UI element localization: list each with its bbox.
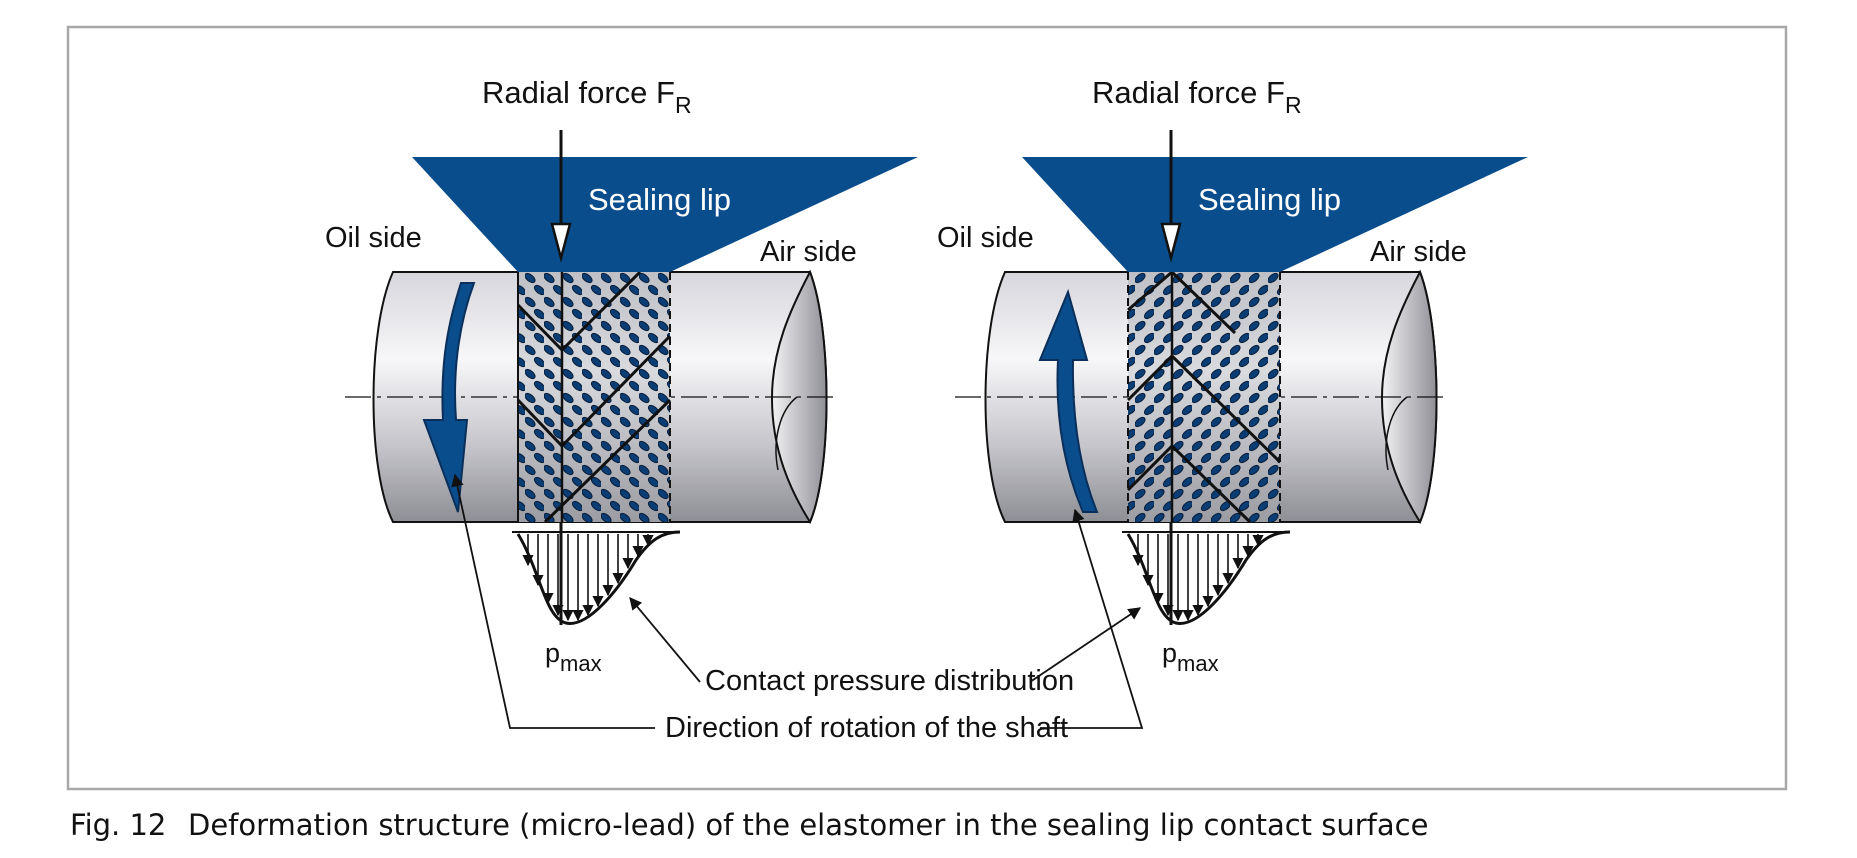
chevron-pattern-left	[516, 270, 672, 524]
p-max-label-left: pmax	[545, 638, 602, 676]
radial-force-arrowhead-right	[1160, 222, 1182, 263]
rotation-direction-label: Direction of rotation of the shaft	[665, 712, 1068, 744]
shaft-end-curve-right	[1385, 396, 1408, 471]
pressure-arrows-right	[1132, 534, 1264, 622]
contact-pressure-label: Contact pressure distribution	[705, 665, 1074, 697]
contact-pressure-leaders	[629, 597, 1142, 683]
p-max-label-right: pmax	[1162, 638, 1219, 676]
panel-left: Sealing lip Radial force FR Oil side Air…	[325, 75, 918, 676]
micro-lead-pattern-left	[518, 272, 670, 522]
sealing-lip-label-right: Sealing lip	[1198, 182, 1341, 217]
sealing-lip-right	[1022, 157, 1528, 272]
air-side-label-left: Air side	[760, 236, 857, 268]
radial-force-arrowhead-left	[550, 222, 572, 263]
figure-caption: Fig. 12 Deformation structure (micro-lead…	[70, 808, 1428, 842]
oil-side-label-left: Oil side	[325, 222, 422, 254]
shaft-end-curve-left	[775, 396, 798, 471]
figure-caption-text: Deformation structure (micro-lead) of th…	[188, 808, 1429, 842]
rotation-arrow-right	[1038, 288, 1099, 513]
sealing-lip-left	[412, 157, 918, 272]
panel-right: Sealing lip Radial force FR Oil side Air…	[937, 75, 1528, 676]
sealing-lip-label-left: Sealing lip	[588, 182, 731, 217]
figure-number: Fig. 12	[70, 808, 167, 842]
radial-force-label-right: Radial force FR	[1092, 75, 1302, 118]
radial-force-label-left: Radial force FR	[482, 75, 692, 118]
pressure-arrows-left	[522, 534, 654, 622]
figure-frame	[66, 25, 1788, 791]
micro-lead-pattern-right	[1128, 272, 1280, 522]
oil-side-label-right: Oil side	[937, 222, 1034, 254]
rotation-arrow-left	[422, 282, 476, 513]
air-side-label-right: Air side	[1370, 236, 1467, 268]
rotation-direction-leaders	[451, 473, 1144, 729]
